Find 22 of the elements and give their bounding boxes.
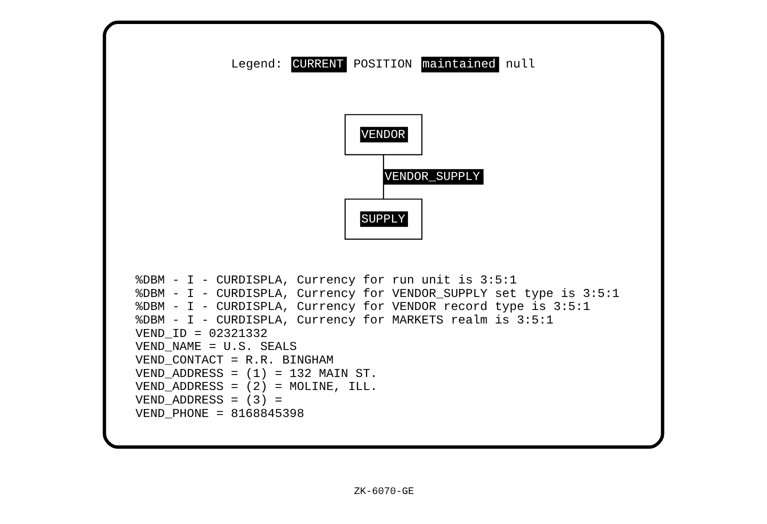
- label: null: [506, 57, 536, 72]
- label: %DBM - I - CURDISPLA, Currency for MARKETS realm is 3:5:1: [136, 312, 554, 327]
- node-box: VENDOR: [344, 114, 422, 155]
- label: %DBM - I - CURDISPLA, Currency for VENDOR record type is 3:5:1: [136, 300, 590, 314]
- label: %DBM - I - CURDISPLA, Currency for VENDOR_SUPPLY set type is 3:5:1: [136, 286, 620, 300]
- label: VEND_ADDRESS = (3) =: [136, 392, 282, 407]
- label: VEND_ADDRESS = (1) = 132 MAIN ST.: [136, 366, 378, 380]
- cluster: [102, 20, 664, 448]
- label: CURRENT: [292, 57, 344, 72]
- edge-label: VENDOR_SUPPLY: [384, 170, 480, 184]
- label: %DBM - I - CURDISPLA, Currency for run unit is 3:5:1: [136, 272, 517, 287]
- label: VEND_NAME = U.S. SEALS: [136, 340, 297, 354]
- label: VEND_ADDRESS = (2) = MOLINE, ILL.: [136, 380, 378, 394]
- label: VEND_CONTACT = R.R. BINGHAM: [136, 352, 334, 367]
- label: POSITION: [353, 57, 412, 72]
- label: Legend:: [231, 57, 283, 72]
- label: maintained: [422, 57, 496, 72]
- node-box: SUPPLY: [344, 198, 422, 240]
- label: VEND_PHONE = 8168845398: [136, 406, 304, 420]
- label: VEND_ID = 02321332: [136, 326, 268, 340]
- connector: [382, 154, 384, 199]
- label: ZK-6070-GE: [354, 486, 414, 498]
